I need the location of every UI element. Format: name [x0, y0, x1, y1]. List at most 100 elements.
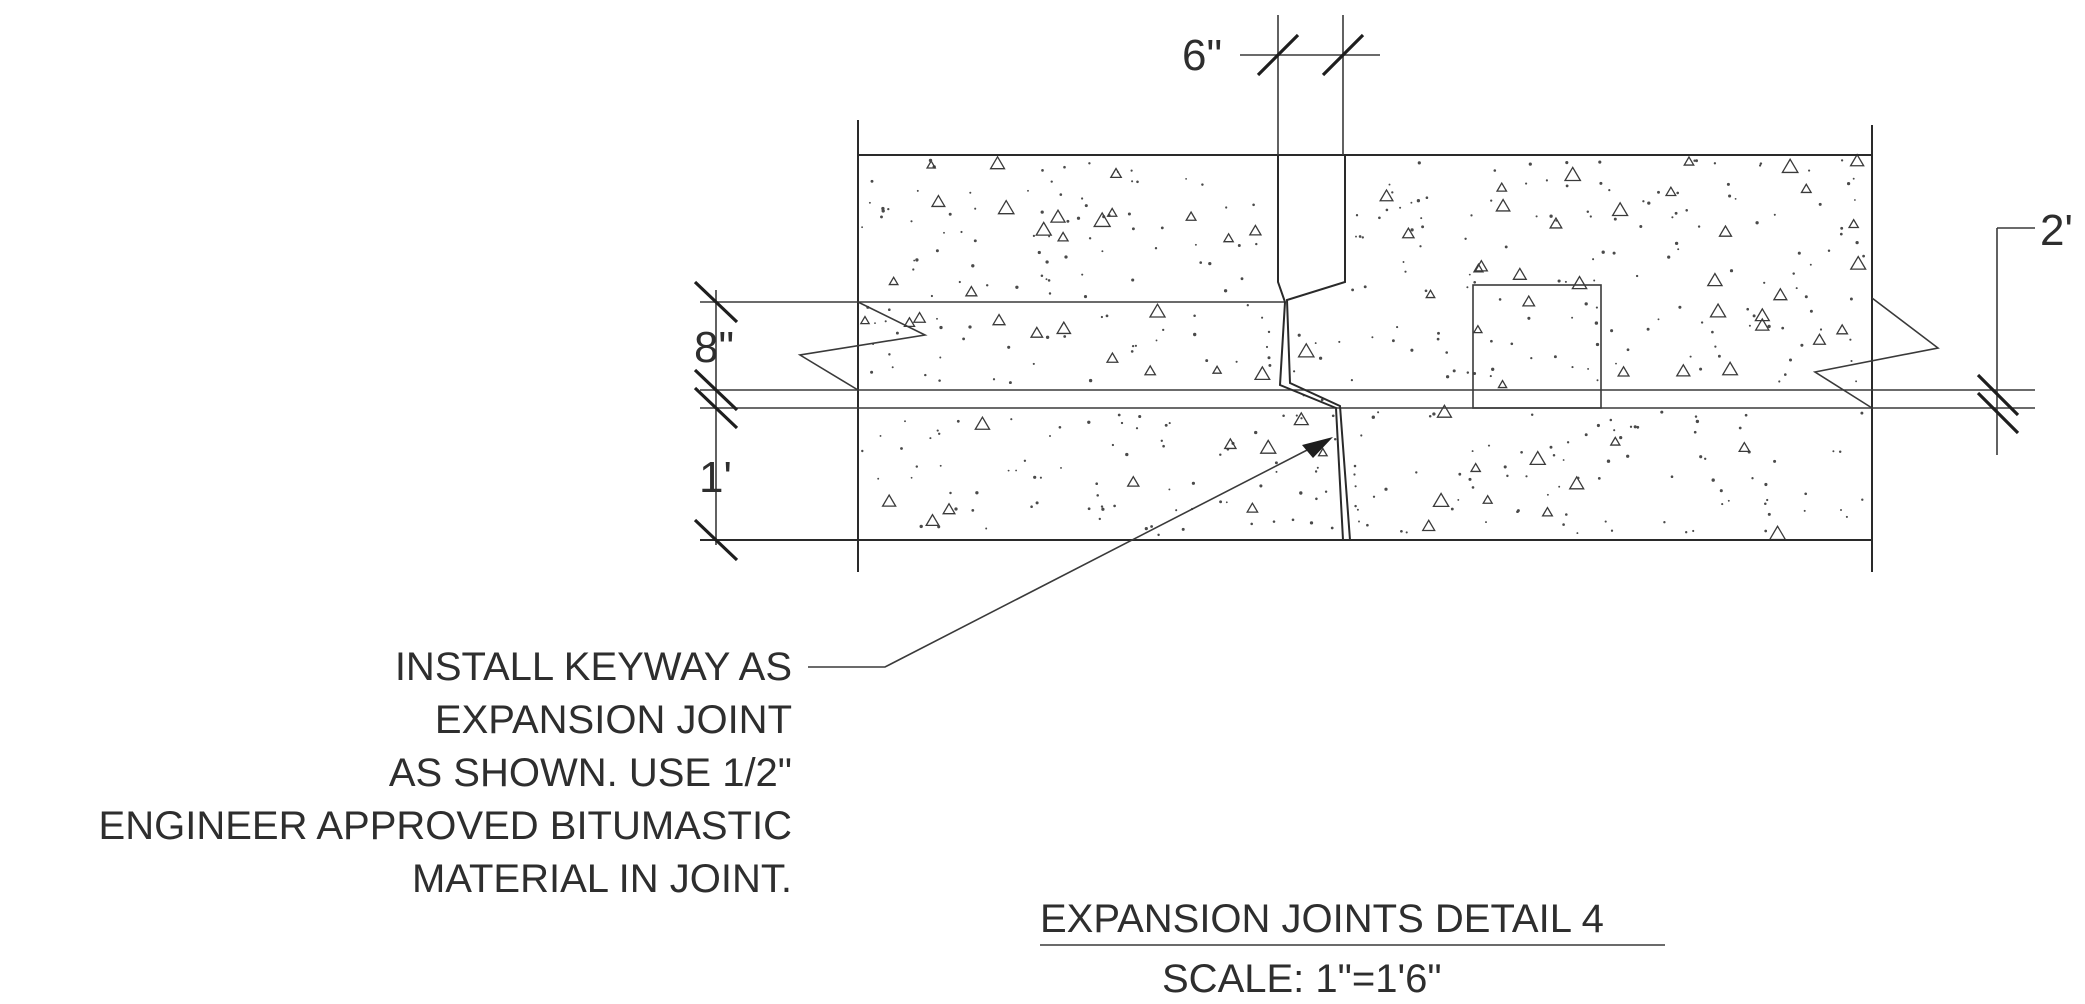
- stipple-dot: [1225, 501, 1228, 504]
- stipple-dot: [1571, 316, 1574, 319]
- stipple-dot: [1485, 521, 1487, 524]
- stipple-dot: [884, 320, 887, 323]
- stipple-dot: [1113, 504, 1116, 508]
- joint-width-label: 6": [1182, 31, 1222, 80]
- aggregate-mark: [1683, 155, 1695, 166]
- stipple-dot: [1356, 508, 1359, 511]
- stipple-dot: [1657, 190, 1660, 194]
- stipple-dot: [1471, 486, 1475, 489]
- stipple-dot: [1255, 242, 1258, 246]
- stipple-dot: [1333, 438, 1337, 441]
- stipple-dot: [1297, 333, 1301, 337]
- stipple-dot: [1087, 420, 1091, 424]
- stipple-dot: [1766, 498, 1769, 502]
- stipple-dot: [1101, 507, 1105, 511]
- stipple-dot: [1252, 203, 1255, 207]
- stipple-dot: [1039, 476, 1042, 479]
- stipple-dot: [968, 325, 972, 329]
- aggregate-mark: [1800, 182, 1813, 194]
- stipple-dot: [1565, 184, 1569, 188]
- stipple-dot: [992, 378, 996, 381]
- stipple-dot: [1309, 521, 1314, 525]
- stipple-dot: [1154, 247, 1158, 250]
- stipple-dot: [1788, 358, 1793, 362]
- stipple-dot: [1400, 529, 1403, 533]
- stipple-dot: [1015, 469, 1018, 472]
- stipple-dot: [1767, 324, 1771, 329]
- stipple-dot: [887, 308, 891, 312]
- stipple-dot: [1452, 369, 1456, 373]
- stipple-dot: [1596, 423, 1600, 428]
- stipple-dot: [1084, 204, 1088, 208]
- stipple-dot: [1674, 211, 1678, 215]
- stipple-dot: [949, 491, 952, 495]
- stipple-dot: [919, 524, 923, 529]
- aggregate-mark: [1148, 302, 1167, 318]
- stipple-dot: [1694, 415, 1698, 418]
- stipple-dot: [1081, 273, 1084, 276]
- aggregate-mark: [1222, 232, 1235, 243]
- stipple-dot: [1604, 520, 1607, 523]
- stipple-dot: [1693, 159, 1696, 162]
- stipple-dot: [1047, 279, 1051, 282]
- stipple-dot: [1589, 215, 1592, 218]
- dimension-tick: [693, 280, 739, 324]
- slab-thickness-label: 1': [699, 453, 732, 502]
- stipple-dot: [1131, 227, 1135, 231]
- stipple-dot: [877, 477, 880, 480]
- stipple-dot: [1647, 201, 1651, 205]
- stipple-dot: [1193, 314, 1196, 317]
- aggregate-mark: [1049, 208, 1067, 223]
- stipple-dot: [1432, 412, 1436, 416]
- stipple-dot: [1525, 182, 1528, 185]
- stipple-dot: [958, 280, 961, 284]
- stipple-dot: [1193, 332, 1197, 337]
- stipple-dot: [1608, 189, 1611, 192]
- stipple-dot: [1040, 274, 1044, 277]
- stipple-dot: [1606, 459, 1611, 463]
- stipple-dot: [1419, 245, 1422, 248]
- stipple-dot: [1516, 509, 1520, 513]
- layer-lines: [700, 301, 2035, 409]
- stipple-dot: [1498, 298, 1502, 301]
- stipple-dot: [1520, 450, 1523, 454]
- stipple-dot: [1385, 208, 1389, 212]
- stipple-dot: [1378, 216, 1381, 220]
- aggregate-mark: [1379, 188, 1395, 202]
- stipple-dot: [1060, 466, 1062, 469]
- stipple-dot: [1503, 465, 1507, 469]
- stipple-dot: [1808, 169, 1811, 172]
- stipple-dot: [1855, 380, 1858, 383]
- stipple-dot: [1711, 330, 1714, 334]
- aggregate-mark: [1609, 436, 1621, 446]
- aggregate-mark: [1709, 302, 1727, 318]
- aggregate-mark: [1495, 198, 1511, 212]
- stipple-dot: [1839, 232, 1843, 236]
- aggregate-mark: [1611, 201, 1629, 217]
- stipple-dot: [1764, 529, 1768, 533]
- stipple-dot: [895, 331, 899, 335]
- aggregate-mark: [1029, 326, 1044, 338]
- stipple-dot: [1405, 531, 1408, 534]
- stipple-dot: [1562, 523, 1565, 526]
- stipple-dot: [1361, 236, 1364, 239]
- stipple-dot: [1155, 339, 1158, 342]
- stipple-dot: [1066, 219, 1070, 223]
- stipple-dot: [938, 379, 941, 382]
- stipple-dot: [1721, 503, 1724, 506]
- stipple-dot: [1087, 507, 1091, 511]
- stipple-dot: [1168, 488, 1171, 491]
- stipple-dot: [1437, 331, 1440, 335]
- stipple-dot: [1391, 191, 1394, 194]
- stipple-dot: [975, 491, 979, 495]
- aggregate-mark: [1529, 450, 1547, 466]
- stipple-dot: [1663, 521, 1666, 524]
- stipple-dot: [1049, 435, 1051, 437]
- stipple-dot: [1135, 427, 1139, 430]
- dimension-tick: [1256, 33, 1300, 77]
- stipple-dot: [1804, 492, 1808, 496]
- stipple-dot: [1384, 487, 1388, 491]
- stipple-dot: [913, 259, 916, 262]
- stipple-dot: [1059, 193, 1063, 196]
- stipple-dot: [1763, 281, 1766, 284]
